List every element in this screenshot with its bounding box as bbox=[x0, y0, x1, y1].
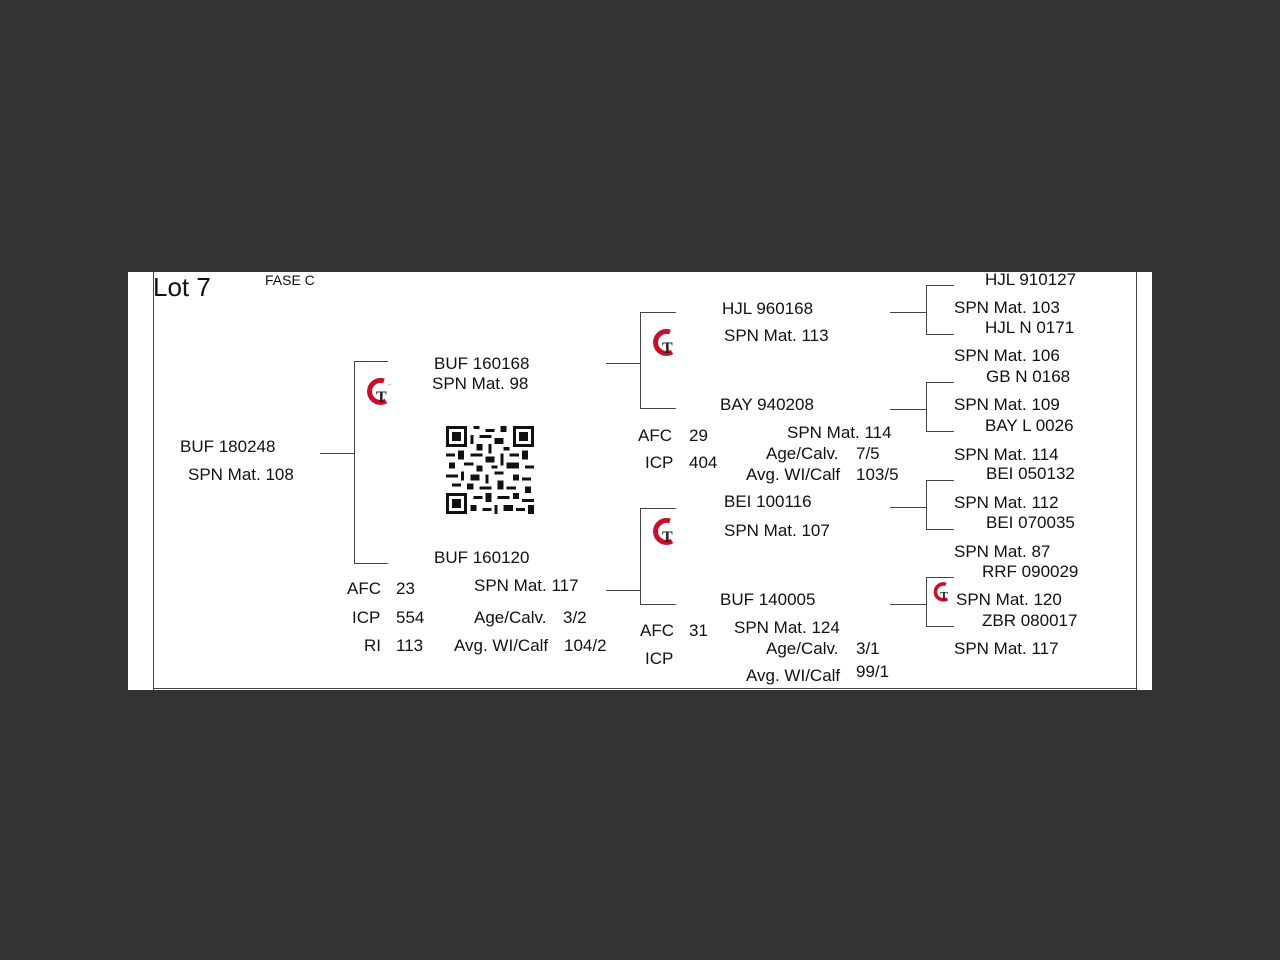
ds-sire-mat: SPN Mat. 112 bbox=[954, 493, 1059, 512]
gt-logo-icon: T bbox=[653, 517, 674, 546]
pedigree-document: Lot 7 FASE C BUF 180248 SPN Mat. 108 T ~… bbox=[128, 272, 1152, 690]
dam-icp-label: ICP bbox=[352, 608, 381, 627]
sire-dam-id: BAY 940208 bbox=[720, 395, 814, 414]
bracket-line bbox=[890, 507, 926, 508]
gt-logo-icon: T bbox=[653, 328, 674, 357]
dam-dam-afc-value: 31 bbox=[689, 621, 708, 640]
dam-ri-label: RI bbox=[364, 636, 381, 655]
dam-icp-value: 554 bbox=[396, 608, 425, 627]
dam-age-label: Age/Calv. bbox=[474, 608, 547, 627]
svg-text:~: ~ bbox=[388, 383, 392, 389]
ss-dam-id: HJL N 0171 bbox=[985, 318, 1075, 337]
bracket-line bbox=[640, 312, 676, 313]
dam-dam-mat: SPN Mat. 124 bbox=[734, 618, 840, 637]
ss-dam-mat: SPN Mat. 106 bbox=[954, 346, 1060, 365]
dd-dam-id: ZBR 080017 bbox=[982, 611, 1078, 630]
bracket-line bbox=[606, 590, 640, 591]
sire-dam-afc-value: 29 bbox=[689, 426, 708, 445]
qr-code-icon bbox=[446, 426, 534, 514]
sd-dam-id: BAY L 0026 bbox=[985, 416, 1074, 435]
sire-dam-avg-value: 103/5 bbox=[856, 465, 899, 484]
svg-text:T: T bbox=[376, 389, 387, 406]
sire-id: BUF 160168 bbox=[434, 354, 530, 373]
bracket-line bbox=[890, 312, 926, 313]
dam-dam-id: BUF 140005 bbox=[720, 590, 816, 609]
bracket-line bbox=[890, 604, 926, 605]
dam-afc-value: 23 bbox=[396, 579, 415, 598]
gt-logo-icon: T bbox=[933, 582, 949, 603]
bracket-line bbox=[926, 480, 954, 481]
bracket-line bbox=[926, 529, 954, 530]
bracket-line bbox=[926, 577, 954, 578]
dam-dam-icp-label: ICP bbox=[645, 649, 674, 668]
bracket-line bbox=[926, 626, 954, 627]
sire-sire-id: HJL 960168 bbox=[722, 299, 814, 318]
animal-mat: SPN Mat. 108 bbox=[188, 465, 294, 484]
dam-dam-afc-label: AFC bbox=[640, 621, 674, 640]
bracket-line bbox=[640, 604, 676, 605]
dd-sire-id: RRF 090029 bbox=[982, 562, 1079, 581]
dam-id: BUF 160120 bbox=[434, 548, 530, 567]
ss-sire-id: HJL 910127 bbox=[985, 272, 1077, 289]
dam-dam-avg-value: 99/1 bbox=[856, 662, 890, 681]
ds-dam-id: BEI 070035 bbox=[986, 513, 1075, 532]
sd-dam-mat: SPN Mat. 114 bbox=[954, 445, 1059, 464]
ds-sire-id: BEI 050132 bbox=[986, 464, 1075, 483]
bracket-line bbox=[926, 285, 927, 335]
gt-logo-icon: T ~ bbox=[367, 377, 392, 406]
dam-avg-label: Avg. WI/Calf bbox=[454, 636, 549, 655]
sire-dam-mat: SPN Mat. 114 bbox=[787, 423, 892, 442]
dd-sire-mat: SPN Mat. 120 bbox=[956, 590, 1062, 609]
bracket-line bbox=[640, 508, 676, 509]
sire-sire-mat: SPN Mat. 113 bbox=[724, 326, 829, 345]
bracket-line bbox=[354, 361, 355, 564]
sire-dam-icp-label: ICP bbox=[645, 453, 674, 472]
dam-sire-mat: SPN Mat. 107 bbox=[724, 521, 830, 540]
lot-title: Lot 7 bbox=[153, 272, 211, 302]
sire-dam-icp-value: 404 bbox=[689, 453, 718, 472]
bracket-line bbox=[640, 408, 676, 409]
bracket-line bbox=[926, 577, 927, 627]
svg-text:T: T bbox=[662, 529, 673, 546]
bracket-line bbox=[890, 409, 926, 410]
dam-afc-label: AFC bbox=[347, 579, 381, 598]
bracket-line bbox=[926, 480, 927, 530]
sire-dam-age-value: 7/5 bbox=[856, 444, 880, 463]
bracket-line bbox=[606, 363, 640, 364]
bracket-line bbox=[640, 312, 641, 409]
dam-dam-avg-label: Avg. WI/Calf bbox=[746, 666, 841, 685]
sire-mat: SPN Mat. 98 bbox=[432, 374, 529, 393]
dam-age-value: 3/2 bbox=[563, 608, 587, 627]
bracket-line bbox=[926, 431, 954, 432]
svg-text:T: T bbox=[940, 591, 948, 603]
phase-label: FASE C bbox=[265, 272, 315, 288]
dam-avg-value: 104/2 bbox=[564, 636, 607, 655]
sd-sire-id: GB N 0168 bbox=[986, 367, 1071, 386]
page-border-left bbox=[153, 272, 154, 690]
dam-ri-value: 113 bbox=[396, 636, 424, 655]
ds-dam-mat: SPN Mat. 87 bbox=[954, 542, 1051, 561]
bracket-line bbox=[354, 563, 388, 564]
dam-sire-id: BEI 100116 bbox=[724, 492, 812, 511]
bracket-line bbox=[640, 508, 641, 605]
ss-sire-mat: SPN Mat. 103 bbox=[954, 298, 1060, 317]
bracket-line bbox=[926, 285, 954, 286]
bracket-line bbox=[926, 382, 954, 383]
page-border-right bbox=[1136, 272, 1137, 690]
bracket-line bbox=[320, 453, 354, 454]
svg-text:T: T bbox=[662, 340, 673, 357]
page-border-bottom bbox=[153, 688, 1137, 689]
sire-dam-afc-label: AFC bbox=[638, 426, 672, 445]
bracket-line bbox=[926, 334, 954, 335]
bracket-line bbox=[926, 382, 927, 432]
dam-dam-age-value: 3/1 bbox=[856, 639, 880, 658]
dam-mat: SPN Mat. 117 bbox=[474, 576, 579, 595]
sd-sire-mat: SPN Mat. 109 bbox=[954, 395, 1060, 414]
dam-dam-age-label: Age/Calv. bbox=[766, 639, 839, 658]
dd-dam-mat: SPN Mat. 117 bbox=[954, 639, 1059, 658]
bracket-line bbox=[354, 361, 388, 362]
sire-dam-avg-label: Avg. WI/Calf bbox=[746, 465, 841, 484]
animal-id: BUF 180248 bbox=[180, 437, 276, 456]
sire-dam-age-label: Age/Calv. bbox=[766, 444, 839, 463]
